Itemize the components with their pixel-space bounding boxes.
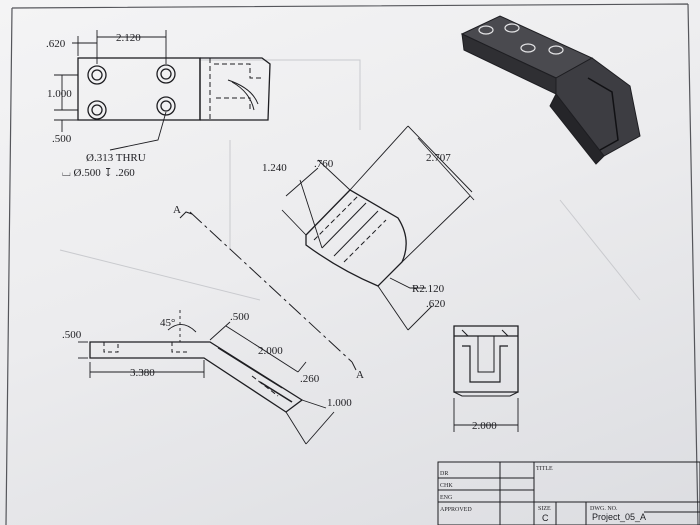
- dim-top-bottom: .500: [52, 133, 72, 145]
- dim-top-width: 2.120: [116, 32, 141, 44]
- top-view: [54, 30, 271, 151]
- dim-top-left: .620: [46, 38, 66, 50]
- dr-label: DR: [440, 471, 448, 477]
- dim-side-end: 1.000: [327, 397, 352, 409]
- dwg-label: DWG. NO.: [590, 506, 618, 512]
- end-view: [453, 325, 519, 432]
- section-label-start: A: [173, 204, 181, 216]
- dim-side-small: .260: [300, 373, 320, 385]
- dim-angled-a: 1.240: [262, 162, 287, 174]
- dim-side-leg: 2.000: [258, 345, 283, 357]
- dim-end-width: 2.000: [472, 420, 497, 432]
- dim-top-height: 1.000: [47, 88, 72, 100]
- dim-angled-radius: R2.120: [412, 283, 445, 295]
- size-value: C: [542, 513, 549, 523]
- hole-note-thru: Ø.313 THRU: [86, 152, 146, 164]
- dim-side-angle: 45°: [160, 317, 175, 329]
- dim-side-top: .500: [230, 311, 250, 323]
- dim-angled-c: 2.707: [426, 152, 451, 164]
- angled-view-body: [305, 189, 407, 287]
- chk-label: CHK: [440, 483, 453, 489]
- eng-label: ENG: [440, 495, 453, 501]
- title-label: TITLE: [536, 466, 553, 472]
- counterbore-holes: [87, 64, 176, 120]
- isometric-render: [460, 15, 641, 165]
- dim-angled-d: .620: [426, 298, 446, 310]
- angled-view: [281, 125, 475, 331]
- section-line: [179, 211, 357, 371]
- top-view-plate: [77, 57, 201, 121]
- title-block: [437, 461, 700, 525]
- dim-angled-b: .760: [314, 158, 334, 170]
- section-label-end: A: [356, 369, 364, 381]
- dwg-number-value: Project_05_A: [592, 512, 646, 522]
- size-label: SIZE: [538, 506, 551, 512]
- sheet-frame: [5, 3, 699, 525]
- dim-side-thick: .500: [62, 329, 82, 341]
- ghost-lines: [59, 59, 641, 301]
- dim-side-length: 3.380: [130, 367, 155, 379]
- top-view-slot-block: [200, 57, 271, 121]
- side-view: [78, 310, 335, 445]
- hole-note-counterbore: ⌴ Ø.500 ↧ .260: [62, 167, 135, 179]
- approved-label: APPROVED: [440, 507, 472, 513]
